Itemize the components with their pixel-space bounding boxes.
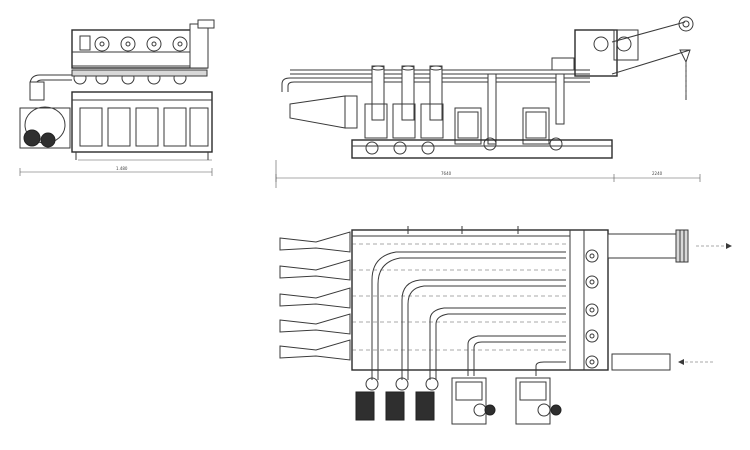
blower-assembly (19, 74, 72, 149)
plan-pumps (355, 377, 562, 425)
plan-valves (585, 249, 599, 369)
cabinet-units (79, 107, 209, 147)
front-total-dimension: 1.480 (116, 166, 128, 171)
plan-top-ticks (407, 226, 519, 234)
side-extra-dimension: 2240 (652, 171, 663, 176)
side-main-dimension: 7640 (441, 171, 452, 176)
plan-inlets (279, 231, 351, 361)
plan-outlets (607, 229, 689, 371)
front-dimension: 1.480 (19, 159, 213, 176)
side-view: 7640 2240 (275, 16, 701, 188)
arrow-right-icon (696, 243, 732, 249)
lower-valves (71, 69, 208, 85)
plan-view (279, 226, 732, 425)
side-dimensions: 7640 2240 (275, 160, 701, 188)
plan-pipe-routing (352, 243, 566, 380)
vertical-cylinders (364, 65, 565, 145)
front-view: 1.480 (19, 19, 215, 176)
pump-housings (454, 107, 550, 145)
side-pumps (365, 137, 563, 155)
arrow-left-icon (678, 359, 714, 365)
valve-wheels-row (79, 35, 188, 52)
